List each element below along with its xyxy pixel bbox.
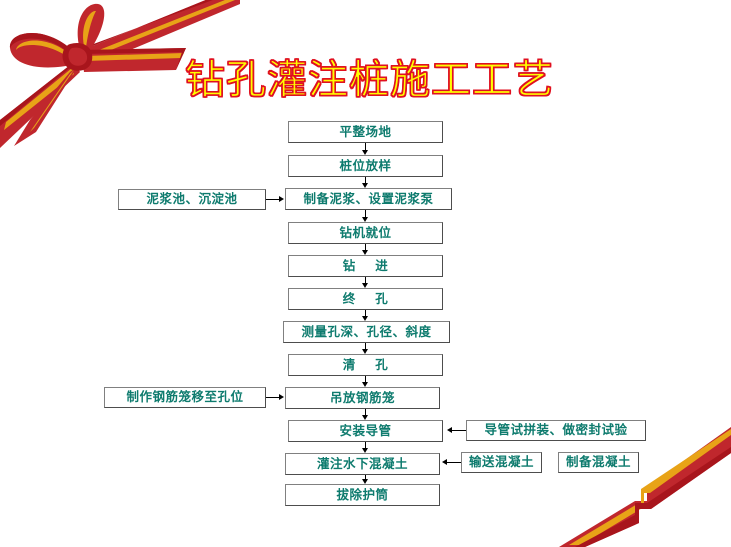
arrowhead-9-10	[362, 415, 368, 420]
arrowhead-7-8	[362, 349, 368, 354]
connector-2-3	[365, 177, 366, 183]
connector-1-2	[365, 143, 366, 151]
flow-node-side-4[interactable]: 输送混凝土	[461, 452, 542, 473]
connector-11-12	[365, 475, 366, 480]
arrowhead-6-7	[362, 316, 368, 321]
flow-node-step-2[interactable]: 桩位放样	[288, 155, 443, 177]
connector-10-11	[365, 442, 366, 448]
flow-node-step-9[interactable]: 吊放钢筋笼	[285, 387, 440, 409]
flow-node-step-8[interactable]: 清 孔	[288, 354, 443, 376]
arrowhead-11-12	[362, 479, 368, 484]
flow-node-step-12[interactable]: 拔除护筒	[285, 484, 440, 506]
arrowhead-2-3	[362, 183, 368, 188]
arrowhead-4-5	[362, 250, 368, 255]
arrowhead-side3-step10	[447, 427, 452, 433]
flow-node-side-2[interactable]: 制作钢筋笼移至孔位	[104, 387, 266, 408]
arrowhead-10-11	[362, 448, 368, 453]
flow-node-step-10[interactable]: 安装导管	[288, 420, 443, 442]
connector-side1-step3	[266, 199, 280, 200]
arrowhead-3-4	[362, 217, 368, 222]
flow-node-step-1[interactable]: 平整场地	[288, 121, 443, 143]
connector-3-4	[365, 210, 366, 217]
connector-8-9	[365, 376, 366, 382]
connector-side2-step9	[266, 397, 280, 398]
connector-9-10	[365, 409, 366, 415]
flow-node-step-7[interactable]: 测量孔深、孔径、斜度	[283, 321, 450, 343]
flow-node-side-5[interactable]: 制备混凝土	[558, 452, 639, 473]
arrowhead-8-9	[362, 382, 368, 387]
page-title: 钻孔灌注桩施工工艺	[184, 56, 554, 103]
flow-node-step-5[interactable]: 钻 进	[288, 255, 443, 277]
arrowhead-side4-step11	[442, 459, 447, 465]
arrowhead-1-2	[362, 150, 368, 155]
arrowhead-side2-step9	[279, 394, 284, 400]
flow-node-step-11[interactable]: 灌注水下混凝土	[285, 453, 440, 475]
connector-6-7	[365, 310, 366, 316]
connector-5-6	[365, 277, 366, 283]
connector-side4-step11	[447, 462, 461, 463]
connector-4-5	[365, 244, 366, 250]
connector-side3-step10	[452, 430, 466, 431]
flow-node-side-3[interactable]: 导管试拼装、做密封试验	[466, 420, 646, 441]
connector-7-8	[365, 343, 366, 349]
arrowhead-5-6	[362, 283, 368, 288]
flow-node-step-4[interactable]: 钻机就位	[288, 222, 443, 244]
flow-node-step-6[interactable]: 终 孔	[288, 288, 443, 310]
flow-node-step-3[interactable]: 制备泥浆、设置泥浆泵	[285, 188, 452, 210]
flow-node-side-1[interactable]: 泥浆池、沉淀池	[118, 189, 266, 210]
arrowhead-side1-step3	[279, 196, 284, 202]
